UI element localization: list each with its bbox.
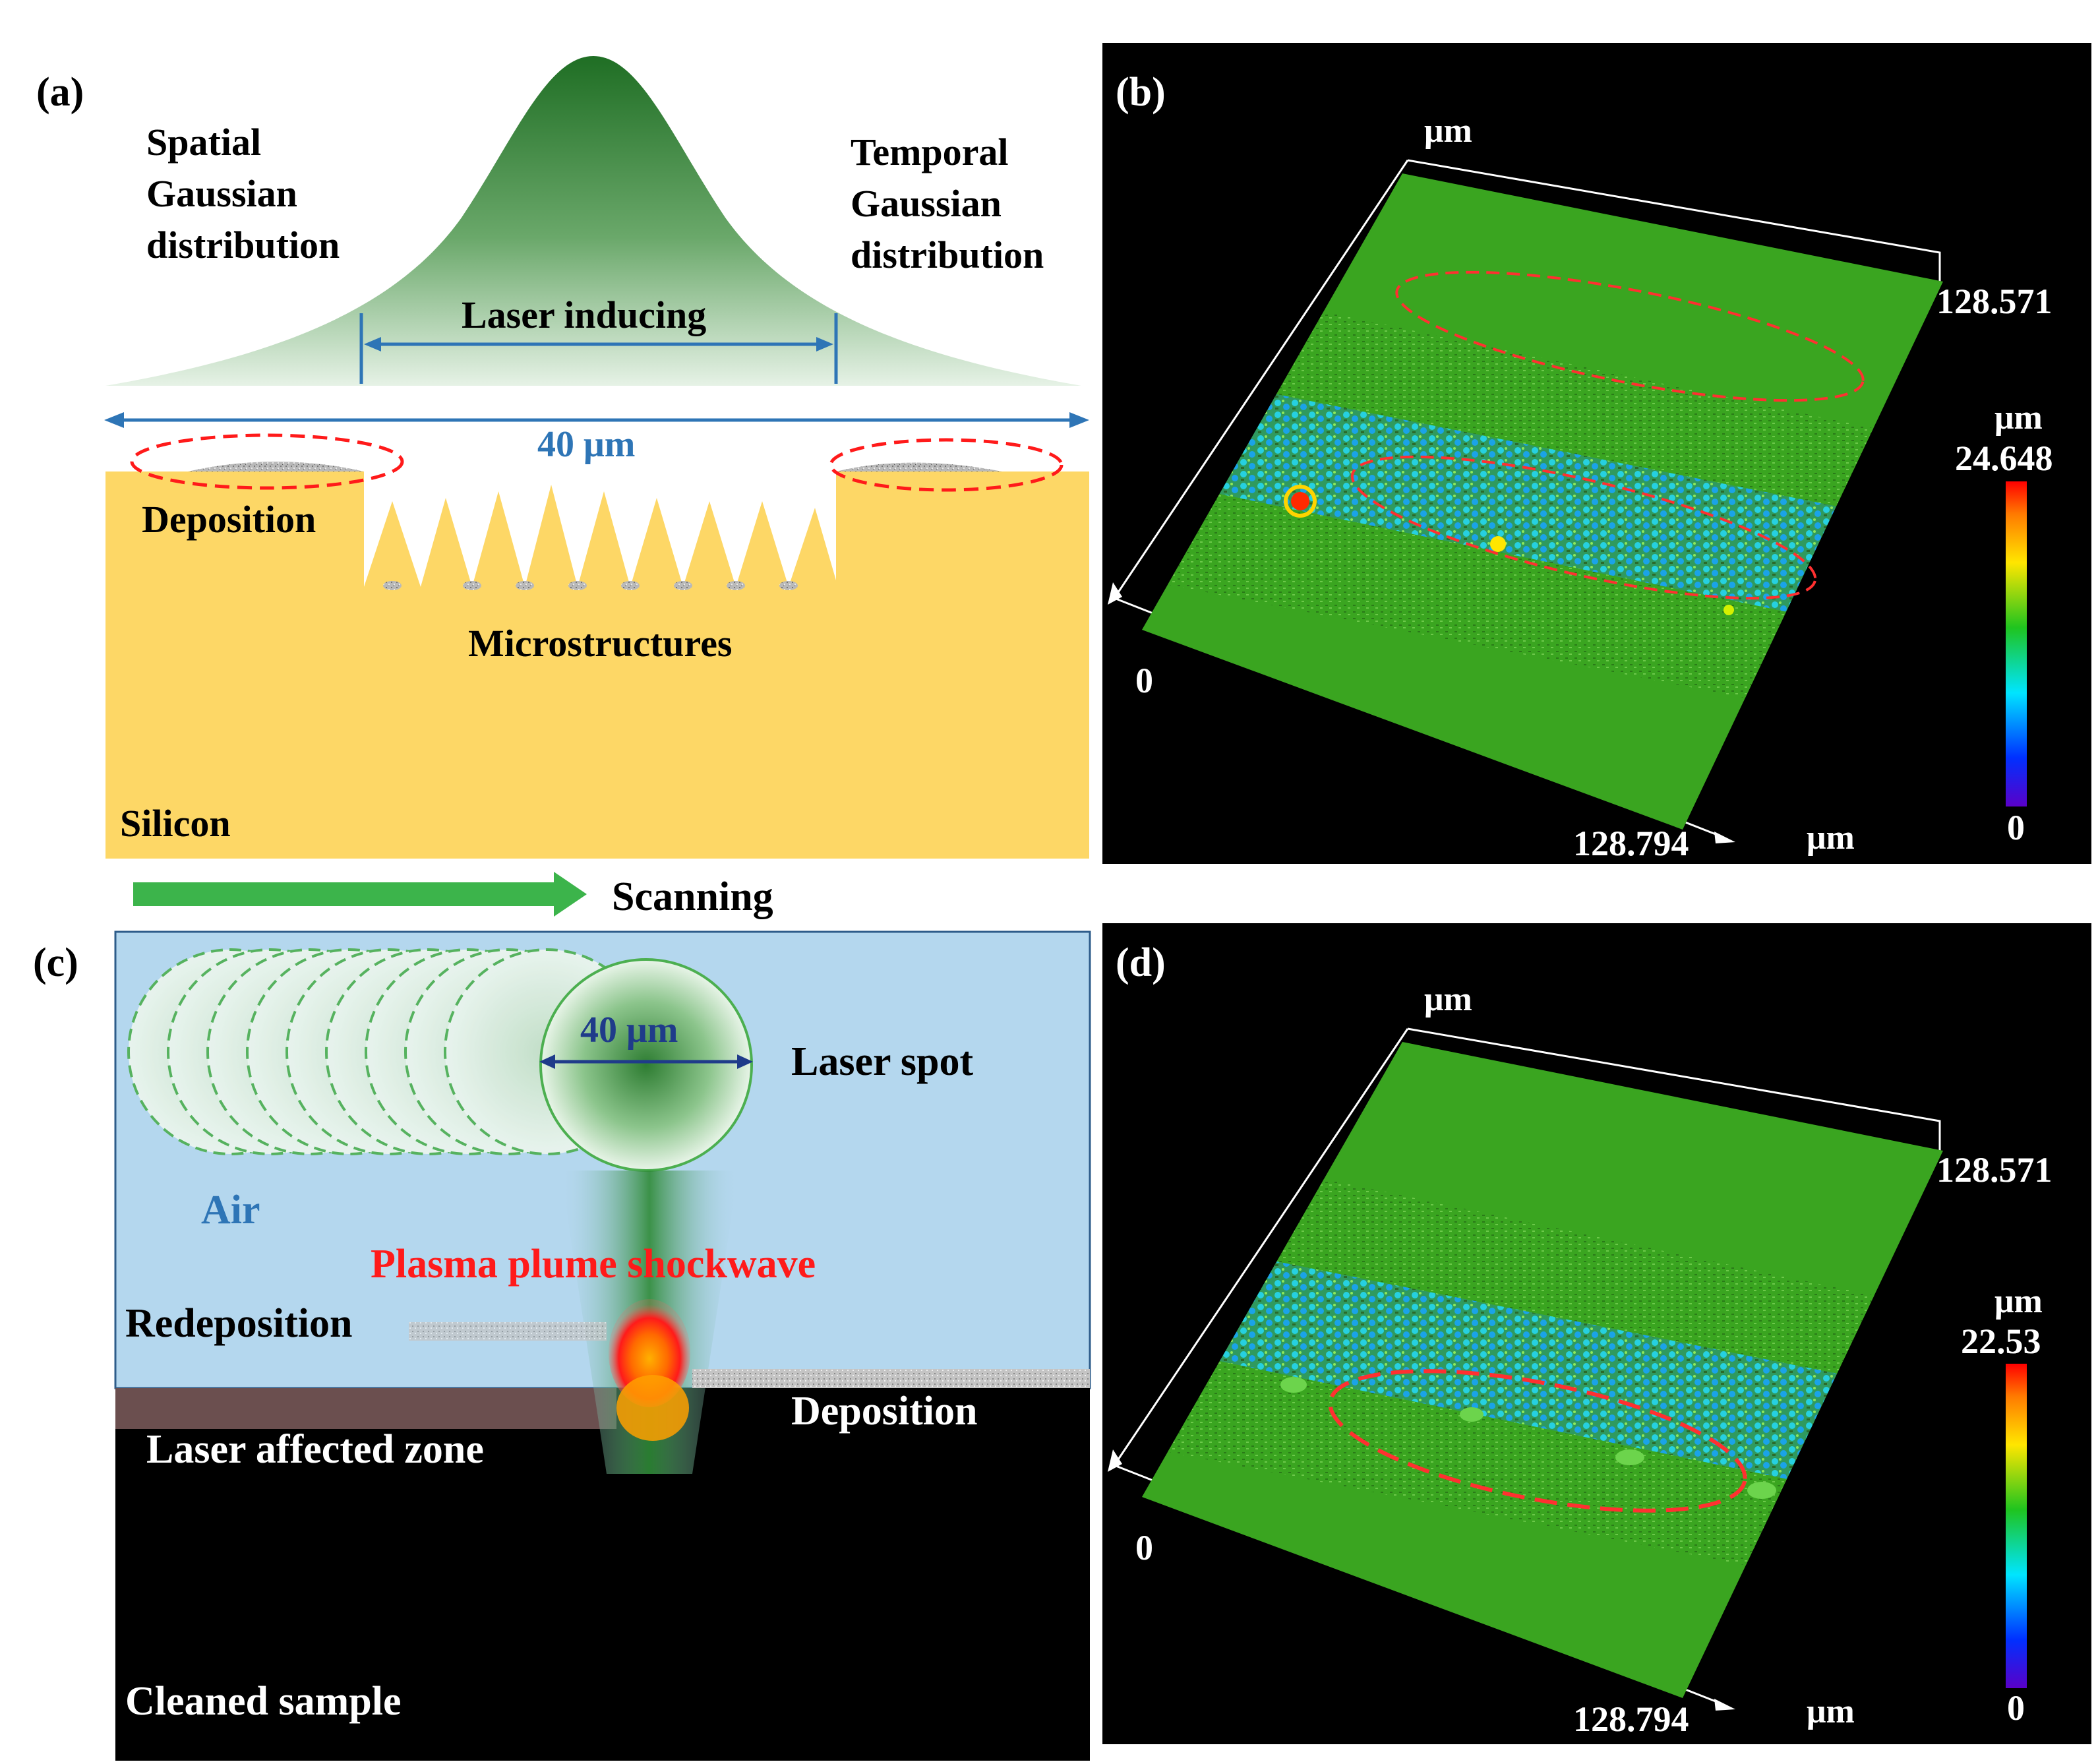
colorbar-min-d: 0 (2007, 1688, 2025, 1728)
deposition-ellipse-left (130, 433, 404, 490)
origin-b: 0 (1135, 661, 1153, 700)
cleaned-sample-region (115, 1388, 1090, 1761)
cleaned-region-ellipse-d (1328, 1369, 1747, 1513)
spatial-gaussian-label: Spatial Gaussian distribution (146, 121, 340, 266)
x-max-d: 128.794 (1573, 1699, 1689, 1739)
laser-spot-label: Laser spot (791, 1039, 974, 1084)
silicon-block (105, 471, 1089, 859)
affected-zone-label: Laser affected zone (146, 1427, 484, 1472)
deposition-label: Deposition (142, 498, 316, 541)
colorbar-max-d: 22.53 (1961, 1322, 2041, 1361)
axis-unit-top-d: μm (1424, 981, 1472, 1018)
y-max-d: 128.571 (1936, 1150, 2053, 1190)
panel-d-label: (d) (1116, 940, 1166, 985)
deposition-right (836, 462, 1002, 471)
redeposition-label: Redeposition (125, 1301, 352, 1346)
axis-unit-right-d: μm (1807, 1693, 1855, 1730)
redeposition-dust (409, 1322, 607, 1341)
plasma-label: Plasma plume shockwave (371, 1242, 816, 1287)
scanning-label: Scanning (612, 874, 773, 919)
panel-b-label: (b) (1116, 70, 1166, 115)
colorbar-min-b: 0 (2007, 808, 2025, 847)
silicon-label: Silicon (120, 802, 231, 845)
laser-spot (539, 958, 753, 1172)
panel-a: (a) Spatial Gaussian distribution Tempor… (36, 56, 1089, 859)
width-label: 40 μm (537, 424, 635, 465)
colorbar-unit-b: μm (1994, 399, 2043, 437)
cleaned-sample-label: Cleaned sample (125, 1679, 402, 1724)
colorbar-max-b: 24.648 (1955, 439, 2053, 478)
deposition-label-c: Deposition (791, 1389, 977, 1434)
x-max-b: 128.794 (1573, 824, 1689, 863)
axis-unit-top-b: μm (1424, 112, 1472, 150)
colorbar-b (2006, 481, 2027, 806)
temporal-gaussian-label: Temporal Gaussian distribution (851, 131, 1044, 276)
y-max-b: 128.571 (1936, 282, 2053, 321)
axis-unit-right-b: μm (1807, 819, 1855, 857)
panel-a-label: (a) (36, 70, 84, 115)
deposition-ellipse-right (829, 438, 1064, 492)
laser-inducing-label: Laser inducing (462, 293, 706, 336)
laser-affected-zone (115, 1388, 616, 1429)
deposition-ellipse-b-bottom (1350, 455, 1817, 600)
scanning-indicator: Scanning (133, 872, 773, 919)
gaussian-profile (105, 56, 1081, 386)
deposition-ellipse-b-top (1395, 270, 1865, 402)
origin-d: 0 (1135, 1528, 1153, 1567)
colorbar-d (2006, 1364, 2027, 1688)
panel-c-label: (c) (33, 940, 78, 985)
microstructures-label: Microstructures (468, 622, 733, 665)
scanning-arrow (133, 882, 555, 906)
panel-c: (c) 40 μm Laser spot Air Plasma plume sh… (33, 930, 1091, 1761)
deposition-left (188, 462, 364, 471)
deposition-layer (692, 1369, 1090, 1388)
spot-diameter-label: 40 μm (580, 1010, 678, 1050)
colorbar-unit-d: μm (1994, 1283, 2043, 1320)
air-label: Air (201, 1188, 260, 1232)
panel-d: (d) μm 128.571 0 128.794 μm μm 22.53 0 (1102, 923, 2091, 1744)
panel-b: (b) μm 128.571 0 128.794 μm μm 24.648 0 (1102, 43, 2091, 864)
